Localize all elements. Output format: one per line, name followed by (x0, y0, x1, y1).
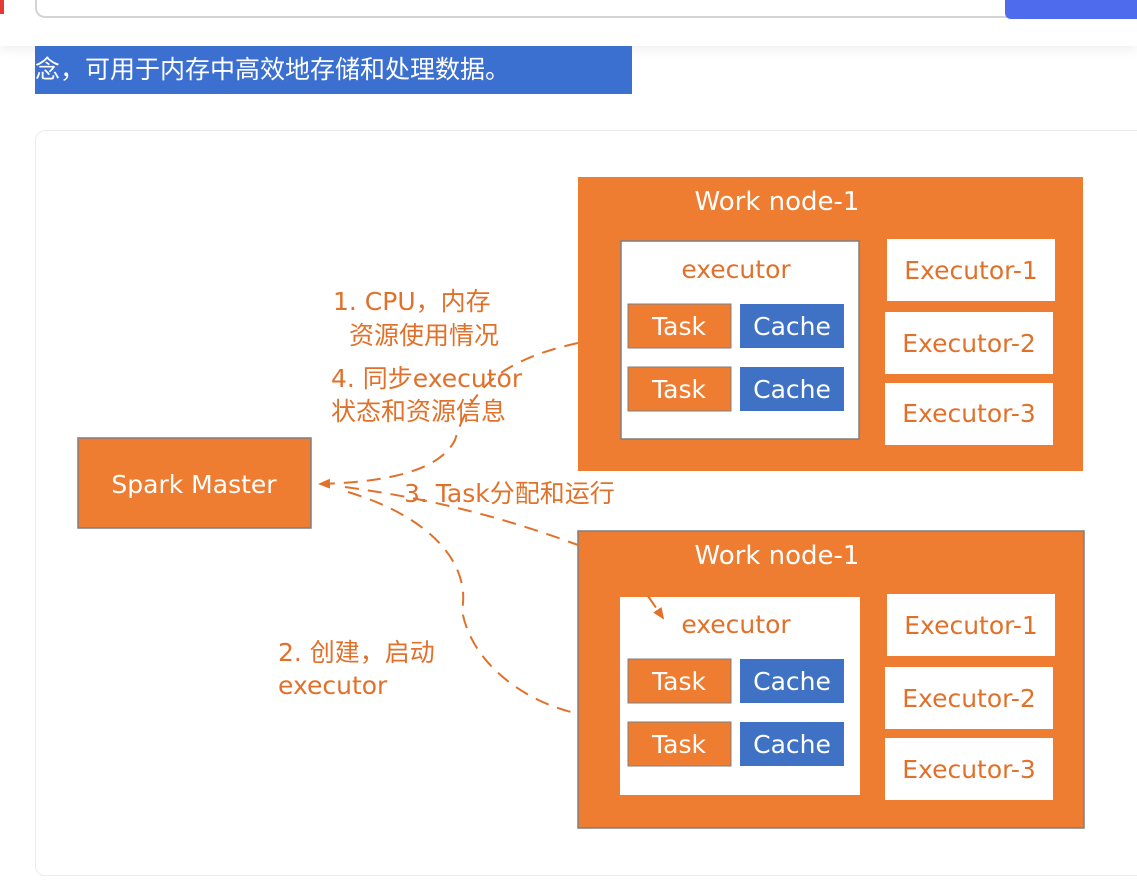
task-box (627, 658, 732, 704)
executor-slot (885, 667, 1053, 729)
work-node-title: Work node-1 (695, 541, 860, 571)
executor-label: executor (681, 255, 791, 284)
top-bar (0, 0, 1137, 46)
task-box (627, 721, 732, 767)
executor-slot-label: Executor-1 (904, 611, 1038, 640)
executor-slot (887, 239, 1055, 301)
executor-slot (885, 312, 1053, 374)
executor-label: executor (681, 610, 791, 639)
connectors (318, 342, 665, 714)
cache-label: Cache (753, 667, 831, 696)
cache-box (740, 367, 844, 411)
executor-slot (885, 738, 1053, 800)
arrow-into-executor (647, 595, 665, 620)
arrow-resource-report (318, 342, 579, 489)
step1-line1: 1. CPU，内存 (333, 287, 491, 316)
task-label: Task (651, 375, 706, 404)
arrow-create-executor (347, 491, 576, 714)
cache-label: Cache (753, 375, 831, 404)
executor-slot (887, 594, 1055, 656)
cache-box (740, 659, 844, 703)
task-box (627, 303, 732, 349)
step1-line2: 资源使用情况 (349, 321, 499, 350)
cache-label: Cache (753, 312, 831, 341)
cache-box (740, 722, 844, 766)
executor-slot-label: Executor-2 (902, 329, 1036, 358)
cache-label: Cache (753, 730, 831, 759)
search-button[interactable] (1005, 0, 1137, 19)
executor-slot (885, 383, 1053, 445)
work-node-1: Work node-1 executor Task Cache Task Cac… (578, 177, 1083, 471)
annotations: 1. CPU，内存 资源使用情况 4. 同步executor 状态和资源信息 3… (278, 287, 615, 700)
task-label: Task (651, 730, 706, 759)
step4-line2: 状态和资源信息 (331, 397, 506, 426)
work-node-title: Work node-1 (695, 187, 860, 217)
cache-box (740, 304, 844, 348)
executor-slot-label: Executor-3 (902, 755, 1036, 784)
step2-line2: executor (278, 671, 388, 700)
task-box (627, 366, 732, 412)
executor-slot-label: Executor-2 (902, 684, 1036, 713)
executor-slot-label: Executor-3 (902, 399, 1036, 428)
spark-master-label: Spark Master (111, 470, 277, 499)
step2-line1: 2. 创建，启动 (278, 638, 435, 667)
executor-slot-label: Executor-1 (904, 256, 1038, 285)
work-node-2: Work node-1 executor Task Cache Task Cac… (577, 530, 1085, 829)
red-marker (0, 0, 4, 14)
step4-line1: 4. 同步executor (331, 364, 523, 393)
spark-master-box: Spark Master (77, 437, 312, 529)
step3-label: 3. Task分配和运行 (404, 479, 615, 508)
task-label: Task (651, 667, 706, 696)
highlighted-text: 念，可用于内存中高效地存储和处理数据。 (35, 46, 632, 94)
arrow-task-assign (344, 486, 579, 546)
task-label: Task (651, 312, 706, 341)
